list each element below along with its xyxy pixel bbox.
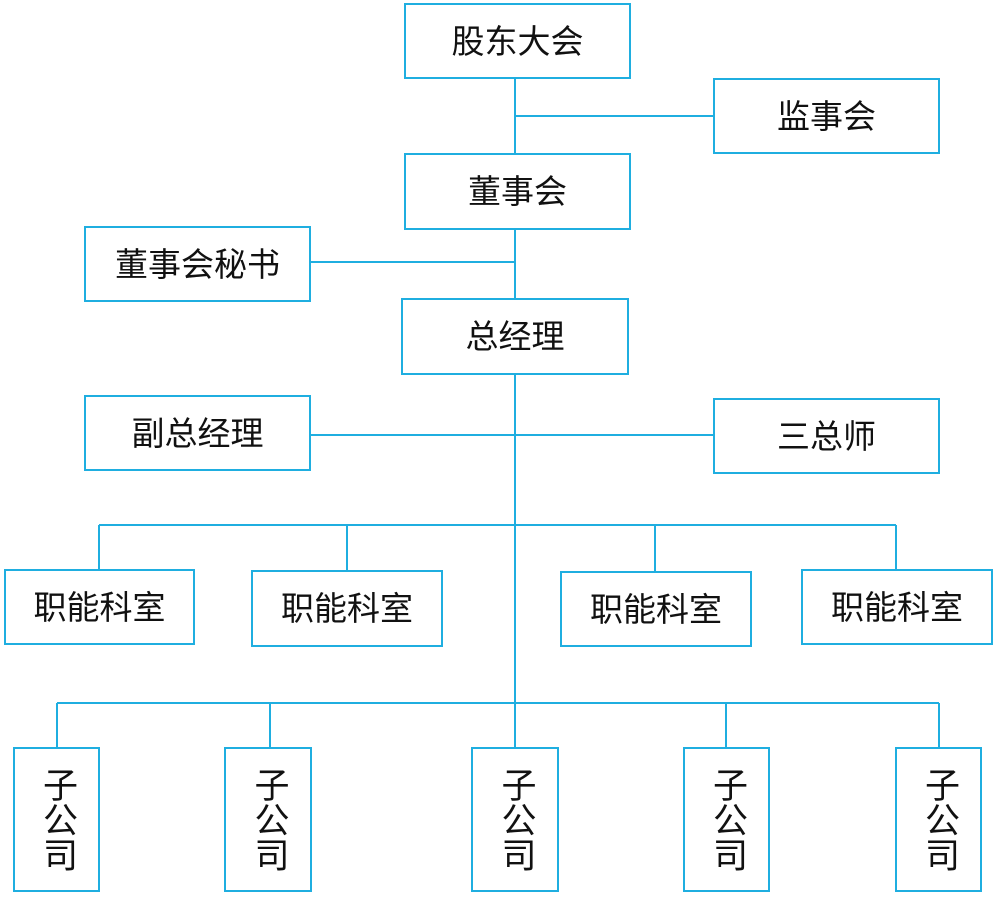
shareholders-meeting-box: 股东大会	[404, 3, 631, 79]
board-secretary-box: 董事会秘书	[84, 226, 311, 302]
subsidiary-box: 子公司	[224, 747, 312, 892]
subsidiary-box: 子公司	[895, 747, 982, 892]
functional-department-box: 职能科室	[4, 569, 195, 645]
functional-department-box: 职能科室	[560, 571, 752, 647]
subsidiary-box: 子公司	[683, 747, 770, 892]
general-manager-box: 总经理	[401, 298, 629, 375]
supervisory-board-box: 监事会	[713, 78, 940, 154]
functional-department-box: 职能科室	[801, 569, 993, 645]
three-chiefs-box: 三总师	[713, 398, 940, 474]
functional-department-box: 职能科室	[251, 570, 443, 647]
subsidiary-box: 子公司	[13, 747, 100, 892]
deputy-general-manager-box: 副总经理	[84, 395, 311, 471]
subsidiary-box: 子公司	[471, 747, 559, 892]
board-of-directors-box: 董事会	[404, 153, 631, 230]
